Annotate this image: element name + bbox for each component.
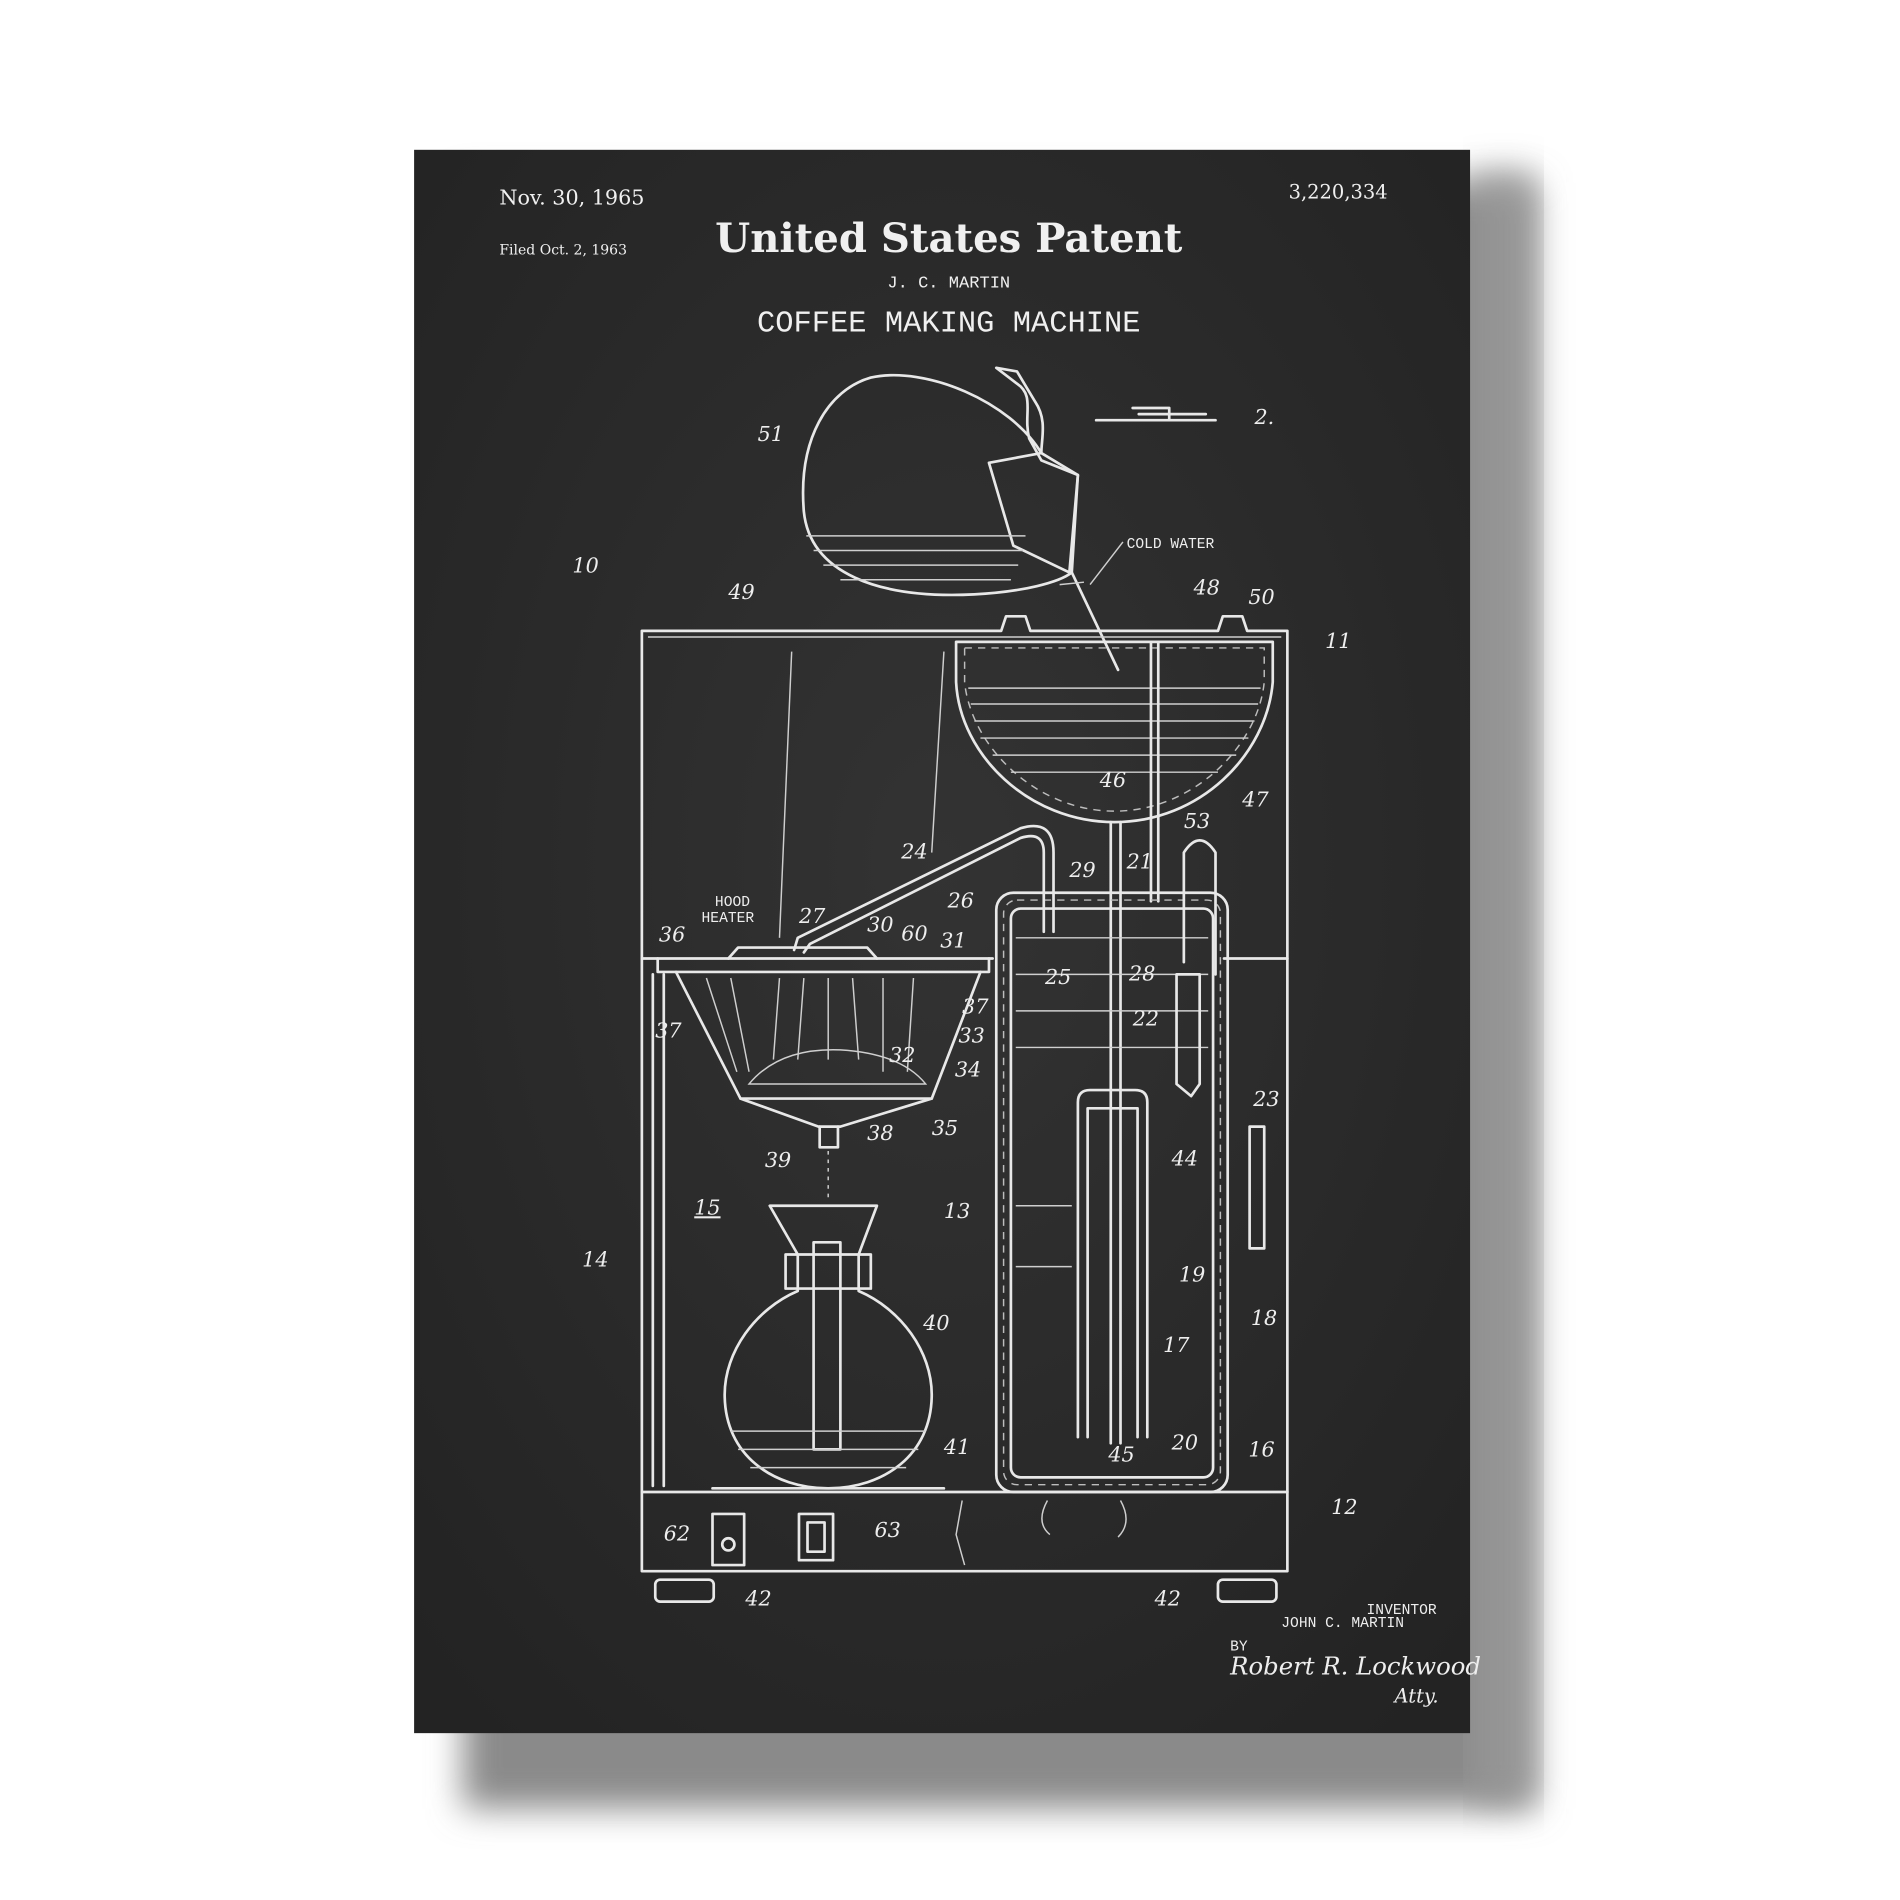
hood-heater-caption: HOOD (715, 895, 750, 911)
svg-text:38: 38 (867, 1121, 893, 1145)
svg-text:34: 34 (955, 1058, 981, 1082)
svg-text:2.: 2. (1253, 405, 1274, 429)
svg-text:17: 17 (1163, 1333, 1190, 1357)
svg-text:42: 42 (744, 1586, 771, 1610)
svg-text:50: 50 (1248, 585, 1274, 609)
svg-text:45: 45 (1107, 1443, 1134, 1467)
svg-text:12: 12 (1331, 1495, 1357, 1519)
svg-text:27: 27 (798, 904, 826, 928)
svg-text:13: 13 (944, 1199, 970, 1223)
filed-date: Filed Oct. 2, 1963 (499, 243, 627, 259)
svg-text:20: 20 (1171, 1430, 1198, 1454)
svg-text:30: 30 (867, 913, 893, 937)
svg-text:39: 39 (765, 1148, 791, 1172)
svg-text:44: 44 (1171, 1147, 1198, 1171)
svg-text:22: 22 (1132, 1007, 1159, 1031)
svg-text:48: 48 (1193, 575, 1220, 599)
svg-text:53: 53 (1184, 809, 1210, 833)
svg-text:11: 11 (1325, 629, 1351, 653)
svg-text:23: 23 (1252, 1087, 1279, 1111)
svg-text:60: 60 (901, 921, 927, 945)
svg-text:62: 62 (664, 1522, 690, 1546)
svg-text:15: 15 (694, 1195, 720, 1219)
cold-water-caption: COLD WATER (1127, 537, 1215, 553)
svg-text:28: 28 (1128, 961, 1155, 985)
svg-text:18: 18 (1251, 1306, 1277, 1330)
svg-text:63: 63 (874, 1518, 900, 1542)
svg-text:26: 26 (947, 888, 974, 912)
svg-text:31: 31 (940, 929, 966, 953)
svg-text:14: 14 (582, 1248, 608, 1272)
svg-text:25: 25 (1044, 965, 1071, 989)
svg-text:49: 49 (727, 580, 754, 604)
patent-date: Nov. 30, 1965 (499, 186, 644, 210)
invention-name: COFFEE MAKING MACHINE (757, 307, 1141, 341)
inventor-name: JOHN C. MARTIN (1281, 1616, 1404, 1632)
patent-number: 3,220,334 (1289, 181, 1388, 204)
svg-text:32: 32 (889, 1043, 915, 1067)
svg-text:41: 41 (943, 1435, 970, 1459)
svg-text:46: 46 (1099, 768, 1126, 792)
svg-text:35: 35 (932, 1116, 958, 1140)
svg-text:37: 37 (655, 1019, 682, 1043)
svg-text:37: 37 (962, 994, 989, 1018)
svg-text:16: 16 (1248, 1438, 1274, 1462)
attorney-suffix: Atty. (1393, 1685, 1439, 1708)
svg-text:51: 51 (758, 422, 784, 446)
svg-text:19: 19 (1179, 1262, 1205, 1286)
svg-text:33: 33 (959, 1024, 985, 1048)
svg-text:29: 29 (1068, 858, 1095, 882)
inventor-short: J. C. MARTIN (887, 274, 1010, 293)
svg-text:42: 42 (1154, 1586, 1181, 1610)
svg-text:47: 47 (1241, 787, 1269, 811)
svg-text:24: 24 (900, 840, 927, 864)
svg-text:40: 40 (922, 1311, 949, 1335)
hood-heater-caption-2: HEATER (702, 911, 755, 927)
attorney-signature: Robert R. Lockwood (1229, 1652, 1481, 1681)
svg-text:21: 21 (1126, 849, 1153, 873)
patent-title: United States Patent (715, 215, 1183, 262)
svg-text:10: 10 (572, 553, 598, 577)
svg-text:36: 36 (659, 922, 685, 946)
